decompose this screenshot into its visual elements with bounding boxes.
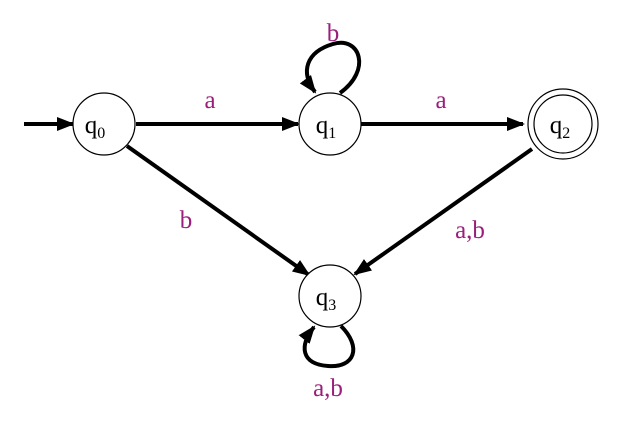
- state-q0-letter: q: [85, 112, 98, 139]
- label-q1-q1: b: [327, 20, 340, 47]
- state-q2-letter: q: [550, 112, 563, 139]
- edge-q0-q3: [125, 144, 311, 277]
- label-q1-q2: a: [435, 87, 446, 114]
- label-q2-q3: a,b: [455, 217, 485, 244]
- state-q2-subscript: 2: [562, 125, 570, 142]
- state-q3-subscript: 3: [328, 297, 336, 314]
- svg-text:q2: q2: [550, 112, 571, 142]
- label-q3-q3: a,b: [313, 375, 343, 402]
- svg-text:q1: q1: [316, 112, 337, 142]
- state-q0: q0: [72, 92, 136, 156]
- state-q1: q1: [298, 92, 362, 156]
- state-q0-subscript: 0: [97, 125, 105, 142]
- state-q1-subscript: 1: [328, 125, 336, 142]
- label-q0-q1: a: [204, 87, 215, 114]
- state-q3-letter: q: [316, 284, 329, 311]
- edge-q2-q3: [353, 147, 534, 276]
- edge-q1-q1: [299, 40, 362, 95]
- state-q3: q3: [298, 264, 362, 328]
- svg-text:q3: q3: [316, 284, 337, 314]
- state-q2: q2: [527, 88, 599, 160]
- edge-q3-q3: [298, 324, 356, 369]
- state-q1-letter: q: [316, 112, 329, 139]
- state-q2-inner-ring: [533, 94, 593, 154]
- label-q0-q3: b: [180, 207, 193, 234]
- svg-text:q0: q0: [85, 112, 106, 142]
